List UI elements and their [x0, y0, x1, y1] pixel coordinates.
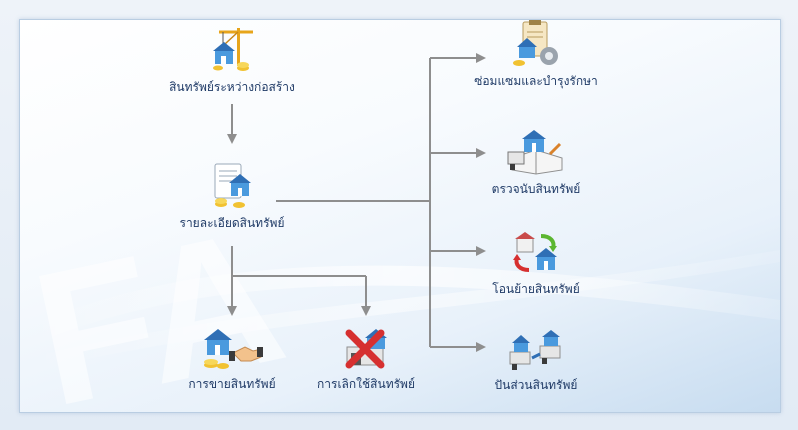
node-asset-disposal[interactable]: การเลิกใช้สินทรัพย์ [276, 325, 456, 394]
asset-count-icon [507, 130, 563, 175]
repair-maintenance-label: ซ่อมแซมและบำรุงรักษา [474, 74, 598, 88]
asset-split-label: ปันส่วนสินทรัพย์ [494, 378, 578, 392]
construction-crane-icon [213, 28, 253, 71]
asset-disposal-label: การเลิกใช้สินทรัพย์ [317, 377, 415, 391]
asset-transfer-label: โอนย้ายสินทรัพย์ [492, 282, 580, 296]
node-asset-transfer[interactable]: โอนย้ายสินทรัพย์ [446, 230, 626, 299]
node-asset-sale[interactable]: การขายสินทรัพย์ [142, 325, 322, 394]
asset-transfer-icon [513, 232, 557, 272]
asset-count-label: ตรวจนับสินทรัพย์ [491, 182, 581, 196]
watermark-text: FA [18, 189, 300, 430]
node-asset-split[interactable]: ปันส่วนสินทรัพย์ [446, 330, 626, 395]
asset-disposal-icon [345, 329, 387, 369]
node-construction[interactable]: สินทรัพย์ระหว่างก่อสร้าง [142, 24, 322, 97]
repair-maintenance-icon [513, 20, 558, 66]
construction-label: สินทรัพย์ระหว่างก่อสร้าง [169, 80, 295, 94]
asset-sale-label: การขายสินทรัพย์ [188, 377, 276, 391]
node-repair-maintenance[interactable]: ซ่อมแซมและบำรุงรักษา [446, 18, 626, 91]
node-asset-count[interactable]: ตรวจนับสินทรัพย์ [446, 128, 626, 199]
asset-split-icon [509, 330, 561, 370]
asset-document-icon [214, 163, 251, 208]
asset-details-label: รายละเอียดสินทรัพย์ [179, 216, 285, 230]
node-asset-details[interactable]: รายละเอียดสินทรัพย์ [142, 162, 322, 233]
asset-sale-handshake-icon [204, 329, 263, 369]
